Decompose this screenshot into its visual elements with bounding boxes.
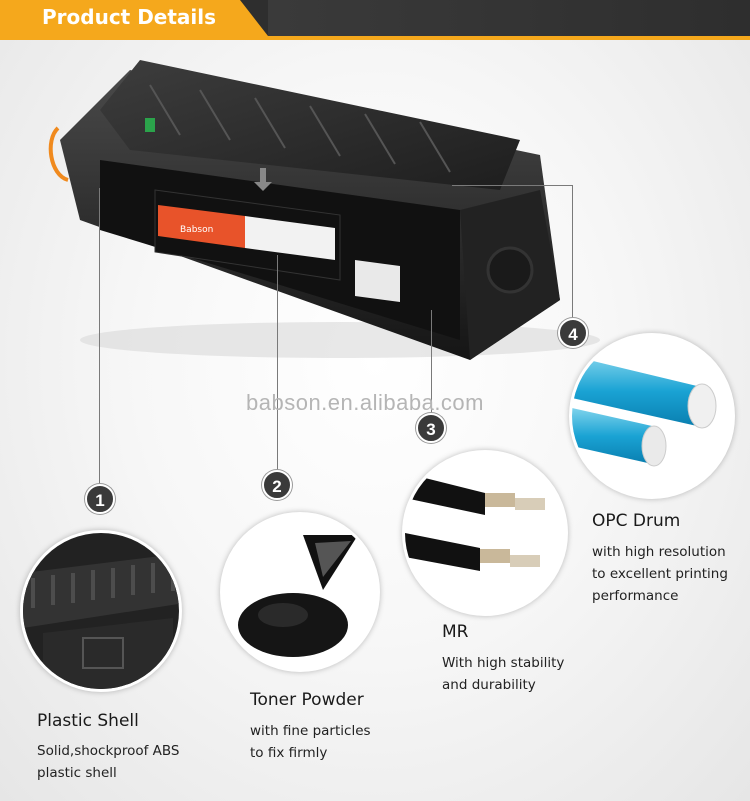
callout-title-toner-powder: Toner Powder — [250, 690, 364, 710]
header-bar: Product Details — [0, 0, 750, 40]
leader-line-4-v — [572, 185, 573, 320]
desc-line: Solid,shockproof ABS — [37, 743, 180, 759]
desc-line: With high stability — [442, 655, 565, 671]
desc-line: with fine particles — [250, 723, 371, 739]
opc-drum-photo — [569, 333, 735, 499]
callout-desc-toner-powder: with fine particles to fix firmly — [250, 720, 371, 764]
callout-number-1: 1 — [85, 484, 115, 514]
callout-title-opc-drum: OPC Drum — [592, 511, 681, 531]
toner-cartridge-image: Babson — [48, 60, 600, 360]
brand-label: Babson — [180, 225, 213, 235]
desc-line: with high resolution — [592, 544, 726, 560]
desc-line: performance — [592, 588, 679, 604]
callout-desc-mr: With high stability and durability — [442, 652, 564, 696]
callout-desc-opc-drum: with high resolution to excellent printi… — [592, 541, 728, 607]
desc-line: to fix firmly — [250, 745, 328, 761]
callout-number-3: 3 — [416, 413, 446, 443]
leader-line-3 — [431, 310, 432, 415]
callout-title-plastic-shell: Plastic Shell — [37, 711, 139, 731]
page-title: Product Details — [42, 5, 217, 29]
header-fade — [268, 0, 750, 36]
leader-line-2 — [277, 255, 278, 470]
callout-number-4: 4 — [558, 318, 588, 348]
plastic-shell-photo — [20, 530, 182, 692]
callout-number-2: 2 — [262, 470, 292, 500]
toner-powder-photo — [220, 512, 380, 672]
desc-line: to excellent printing — [592, 566, 728, 582]
desc-line: and durability — [442, 677, 536, 693]
desc-line: plastic shell — [37, 765, 117, 781]
callout-desc-plastic-shell: Solid,shockproof ABS plastic shell — [37, 740, 180, 784]
callout-title-mr: MR — [442, 622, 469, 642]
header-tab — [0, 0, 268, 36]
header-rule — [0, 36, 750, 40]
leader-line-4-h — [452, 185, 572, 186]
leader-line-1 — [99, 188, 100, 485]
watermark: babson.en.alibaba.com — [246, 390, 484, 415]
magnetic-roller-photo — [402, 450, 568, 616]
